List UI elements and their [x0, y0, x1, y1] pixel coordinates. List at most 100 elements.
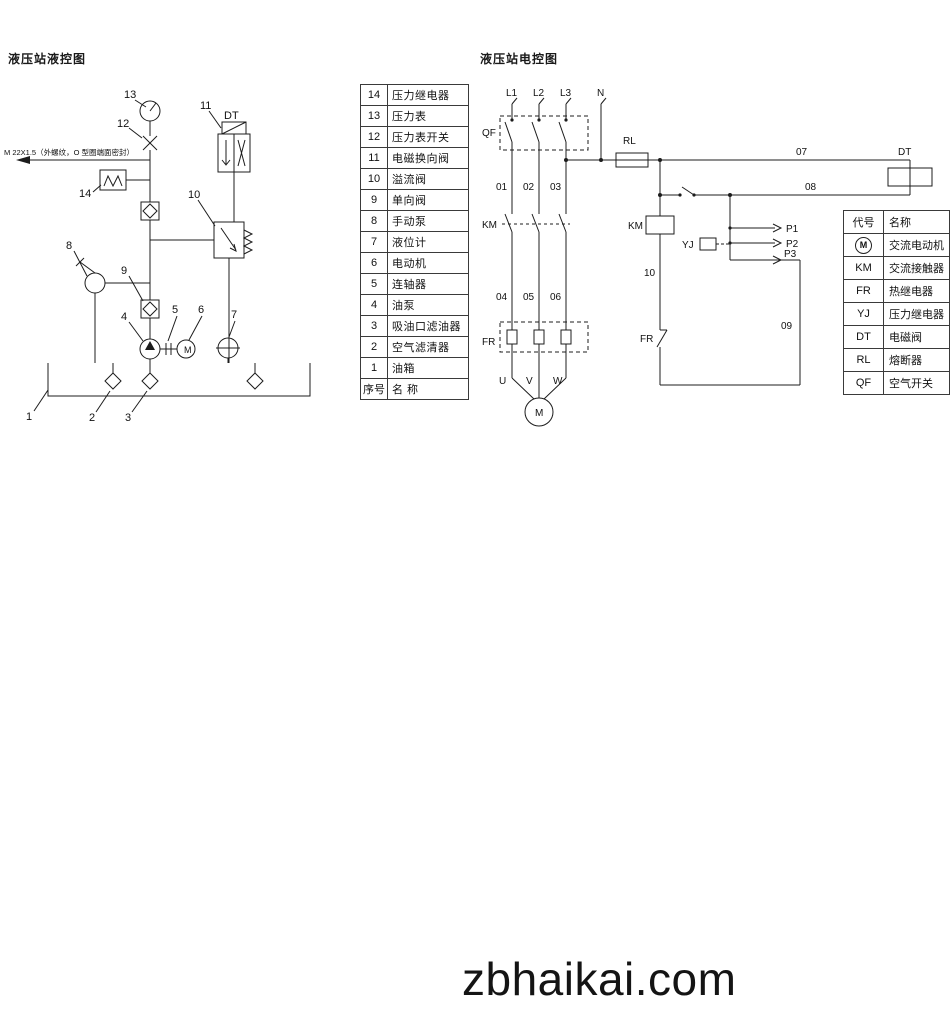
air-filter-symbol	[104, 363, 122, 390]
contact-p3-label: P3	[784, 249, 797, 260]
gauge-switch-symbol	[142, 135, 158, 151]
callout-14: 14	[79, 188, 91, 200]
coil-km-label: KM	[628, 221, 643, 232]
motor-circle-symbol	[524, 397, 554, 427]
oil-pump-symbol	[139, 338, 161, 373]
solenoid-valve-symbol	[217, 121, 251, 222]
legend-code-motor: M	[843, 233, 884, 257]
legend-name: 热继电器	[883, 279, 950, 303]
callout-4: 4	[121, 311, 127, 323]
legend-row: KM 交流接触器	[843, 256, 950, 280]
motor-circle-symbol	[176, 339, 196, 359]
wire-06-label: 06	[550, 292, 562, 303]
contactor-km-label: KM	[482, 220, 497, 231]
part-number: 2	[360, 336, 388, 358]
parts-header-name: 名 称	[387, 378, 469, 400]
legend-row: QF 空气开关	[843, 371, 950, 395]
wire-01-label: 01	[496, 182, 508, 193]
callout-8: 8	[66, 240, 72, 252]
electrical-diagram-title: 液压站电控图	[480, 52, 559, 66]
legend-name: 电磁阀	[883, 325, 950, 349]
parts-header-number: 序号	[360, 378, 388, 400]
circuit-breaker-symbol	[499, 115, 589, 151]
supply-line-ticks	[511, 97, 607, 105]
part-name: 手动泵	[387, 210, 469, 232]
oil-tank-symbol	[47, 363, 311, 397]
wire-03-label: 03	[550, 182, 562, 193]
part-number: 3	[360, 315, 388, 337]
legend-name: 压力继电器	[883, 302, 950, 326]
electrical-diagram: L1 L2 L3 N QF 01 02 03 KM 04 05 06 FR U …	[482, 88, 933, 427]
part-name: 单向阀	[387, 189, 469, 211]
part-name: 溢流阀	[387, 168, 469, 190]
hydraulic-diagram-title: 液压站液控图	[8, 52, 87, 66]
legend-code: FR	[843, 279, 884, 303]
legend-code: QF	[843, 371, 884, 395]
legend-header-code: 代号	[843, 210, 884, 234]
part-number: 12	[360, 126, 388, 148]
pressure-relay-contacts	[699, 195, 800, 265]
fuse-symbol	[615, 152, 649, 168]
part-number: 1	[360, 357, 388, 379]
part-name: 电动机	[387, 252, 469, 274]
legend-header-row: 代号 名称	[843, 210, 950, 234]
pressure-gauge-symbol	[139, 100, 161, 136]
wire-05-label: 05	[523, 292, 535, 303]
part-name: 油泵	[387, 294, 469, 316]
pressure-relay-symbol	[99, 169, 150, 191]
contactor-main-contacts-symbol	[502, 213, 570, 233]
breaker-qf-label: QF	[482, 128, 496, 139]
contact-p2-label: P2	[786, 239, 799, 250]
legend-table: 代号 名称 M 交流电动机 KM 交流接触器 FR 热继电器 YJ 压力继电器 …	[843, 210, 950, 395]
terminal-u-label: U	[499, 376, 506, 387]
level-gauge-symbol	[216, 337, 240, 363]
callout-11: 11	[200, 100, 211, 112]
wire-08-label: 08	[805, 182, 817, 193]
phase-l2-label: L2	[533, 88, 545, 99]
part-name: 液位计	[387, 231, 469, 253]
wire-07-label: 07	[796, 147, 808, 158]
part-number: 11	[360, 147, 388, 169]
table-footer-row: 序号名 称	[360, 378, 469, 400]
contactor-coil-branch	[645, 160, 675, 385]
callout-9: 9	[121, 265, 127, 277]
part-number: 13	[360, 105, 388, 127]
legend-header-name: 名称	[883, 210, 950, 234]
legend-code: YJ	[843, 302, 884, 326]
pump-motor-letter: M	[184, 345, 192, 355]
callout-5: 5	[172, 304, 178, 316]
motor-symbol-icon: M	[855, 236, 872, 254]
part-number: 6	[360, 252, 388, 274]
wire-04-label: 04	[496, 292, 508, 303]
solenoid-dt-label: DT	[898, 147, 911, 158]
part-number: 8	[360, 210, 388, 232]
tank-filter-symbol	[246, 363, 264, 390]
thermal-contact-fr-label: FR	[640, 334, 653, 345]
outlet-port-line	[16, 156, 150, 164]
legend-row: M 交流电动机	[843, 233, 950, 257]
part-name: 压力继电器	[387, 84, 469, 106]
callout-7: 7	[231, 309, 237, 321]
relief-valve-symbol	[150, 221, 254, 363]
wire-10-label: 10	[644, 268, 656, 279]
thermal-fr-label: FR	[482, 337, 495, 348]
thread-spec-note: M 22X1.5（外螺纹，O 型圈端面密封）	[4, 147, 134, 157]
control-rail-07	[564, 158, 910, 162]
hydraulic-diagram: 13 12 11 DT 14 10 8 9 4 5 6 7 1 2 3 M M …	[4, 89, 311, 424]
legend-code: KM	[843, 256, 884, 280]
solenoid-coil-symbol	[887, 160, 933, 195]
phase-l3-label: L3	[560, 88, 572, 99]
watermark-text: zbhaikai.com	[462, 953, 737, 1005]
legend-code: DT	[843, 325, 884, 349]
legend-row: DT 电磁阀	[843, 325, 950, 349]
